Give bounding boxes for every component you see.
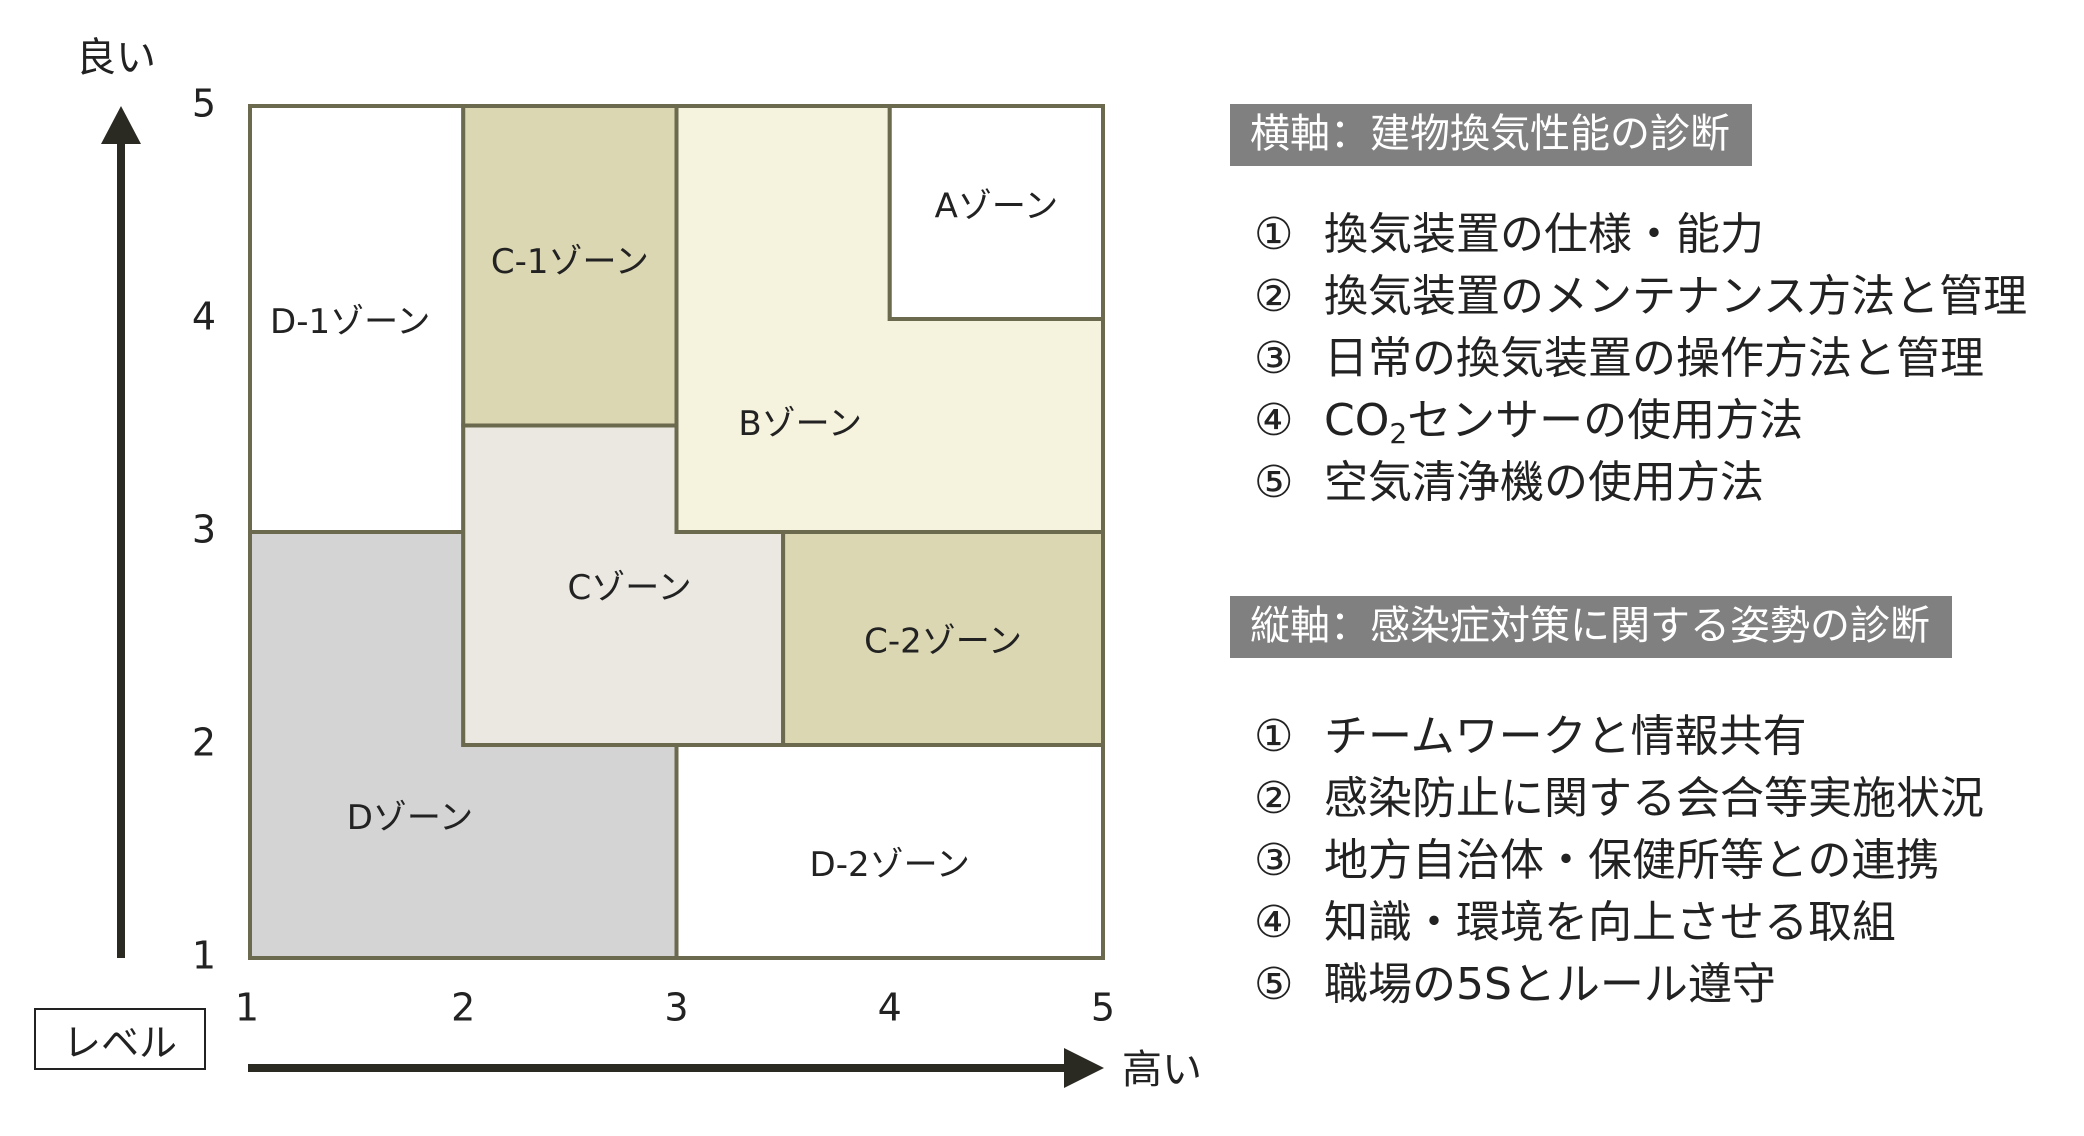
list-item: ② 換気装置のメンテナンス方法と管理	[1230, 266, 2070, 328]
item-number: ②	[1254, 271, 1294, 322]
list-item: ① チームワークと情報共有	[1230, 706, 2070, 768]
plot-frame	[248, 104, 1105, 960]
item-number: ③	[1254, 333, 1294, 384]
list-item: ⑤ 職場の5Sとルール遵守	[1230, 954, 2070, 1016]
item-text: 職場の5Sとルール遵守	[1324, 959, 1776, 1010]
item-number: ①	[1254, 209, 1294, 260]
zone-label-0: Dゾーン	[347, 798, 473, 838]
item-text: 知識・環境を向上させる取組	[1324, 897, 1896, 948]
horizontal-axis-panel: 横軸：建物換気性能の診断 ① 換気装置の仕様・能力 ② 換気装置のメンテナンス方…	[1230, 104, 2070, 514]
vertical-axis-panel: 縦軸：感染症対策に関する姿勢の診断 ① チームワークと情報共有 ② 感染防止に関…	[1230, 596, 2070, 1016]
item-number: ⑤	[1254, 959, 1294, 1010]
y-tick-label: 4	[192, 295, 216, 339]
y-tick-label: 3	[192, 508, 216, 552]
y-tick-label: 1	[192, 934, 216, 978]
item-text: CO2センサーの使用方法	[1324, 390, 1803, 452]
y-axis-end-label: 良い	[76, 35, 156, 81]
list-item: ② 感染防止に関する会合等実施状況	[1230, 768, 2070, 830]
list-item: ① 換気装置の仕様・能力	[1230, 204, 2070, 266]
item-number: ⑤	[1254, 457, 1294, 508]
axis-arrows	[101, 106, 1104, 1088]
x-tick-label: 4	[878, 986, 902, 1030]
item-text: 換気装置のメンテナンス方法と管理	[1324, 271, 2028, 322]
list-item: ④ 知識・環境を向上させる取組	[1230, 892, 2070, 954]
list-item: ④ CO2センサーの使用方法	[1230, 390, 2070, 452]
zone-label-2: D-1ゾーン	[270, 302, 430, 342]
zones-layer: Dゾーン D-2ゾーン D-1ゾーン Cゾーン C-2ゾーン C-1ゾーン Bゾーン Aゾーン	[248, 104, 1105, 960]
item-number: ②	[1254, 773, 1294, 824]
y-tick-label: 5	[192, 82, 216, 126]
zone-label-1: D-2ゾーン	[810, 845, 970, 885]
vertical-axis-list: ① チームワークと情報共有 ② 感染防止に関する会合等実施状況 ③ 地方自治体・…	[1230, 706, 2070, 1016]
x-tick-label: 1	[235, 986, 259, 1030]
item-number: ①	[1254, 711, 1294, 762]
zone-label-7: Aゾーン	[935, 187, 1059, 227]
x-axis-arrow-head	[1064, 1048, 1104, 1088]
item-text: 感染防止に関する会合等実施状況	[1324, 773, 1984, 824]
item-text: 日常の換気装置の操作方法と管理	[1324, 333, 1984, 384]
y-axis-arrow-head	[101, 106, 141, 144]
list-item: ③ 地方自治体・保健所等との連携	[1230, 830, 2070, 892]
x-tick-label: 3	[664, 986, 688, 1030]
item-number: ④	[1254, 395, 1294, 446]
co2-subscript: 2	[1389, 417, 1408, 450]
item-number: ③	[1254, 835, 1294, 886]
horizontal-axis-list: ① 換気装置の仕様・能力 ② 換気装置のメンテナンス方法と管理 ③ 日常の換気装…	[1230, 204, 2070, 514]
item-text: 空気清浄機の使用方法	[1324, 457, 1764, 508]
x-tick-label: 5	[1091, 986, 1115, 1030]
zone-label-3: Cゾーン	[568, 568, 692, 608]
x-tick-label: 2	[451, 986, 475, 1030]
item-text: 換気装置の仕様・能力	[1324, 209, 1764, 260]
ticks-layer: 1 2 3 4 5 1 2 3 4 5	[192, 82, 1115, 1030]
item-number: ④	[1254, 897, 1294, 948]
level-label-box: レベル	[34, 1008, 206, 1070]
zone-label-5: C-1ゾーン	[491, 242, 649, 282]
vertical-axis-heading: 縦軸：感染症対策に関する姿勢の診断	[1230, 596, 1952, 658]
co2-prefix: CO	[1324, 395, 1390, 446]
list-item: ⑤ 空気清浄機の使用方法	[1230, 452, 2070, 514]
x-axis-end-label: 高い	[1122, 1047, 1202, 1093]
co2-suffix: センサーの使用方法	[1407, 395, 1804, 446]
list-item: ③ 日常の換気装置の操作方法と管理	[1230, 328, 2070, 390]
item-text: 地方自治体・保健所等との連携	[1324, 835, 1940, 886]
item-text: チームワークと情報共有	[1324, 711, 1807, 762]
horizontal-axis-heading: 横軸：建物換気性能の診断	[1230, 104, 1752, 166]
zone-label-4: C-2ゾーン	[864, 621, 1022, 661]
y-tick-label: 2	[192, 721, 216, 765]
zone-label-6: Bゾーン	[738, 404, 862, 444]
